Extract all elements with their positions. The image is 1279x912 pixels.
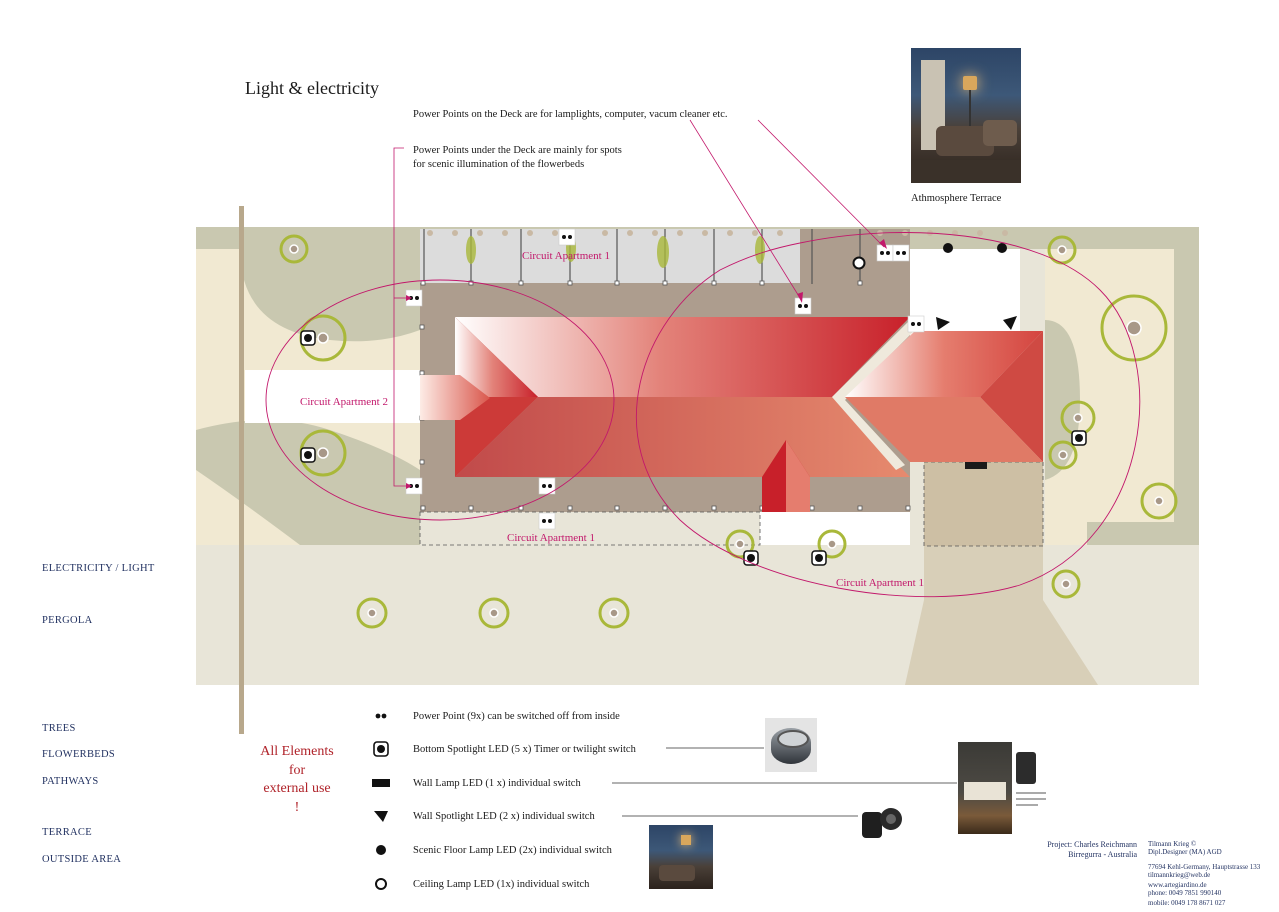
- project-location: Birregurra - Australia: [1068, 850, 1137, 859]
- wall-lamp-icon: [372, 774, 390, 792]
- legend-label: Ceiling Lamp LED (1x) individual switch: [413, 878, 590, 890]
- wall-lamp: [965, 462, 987, 469]
- designer-title: Dipl.Designer (MA) AGD: [1148, 848, 1222, 856]
- nav-pergola[interactable]: PERGOLA: [42, 615, 93, 626]
- page-title: Light & electricity: [245, 78, 379, 98]
- external-line: for: [288, 762, 306, 778]
- designer-web[interactable]: www.artegiardino.de: [1148, 881, 1207, 889]
- external-line: external use: [263, 781, 331, 796]
- nav-pathways[interactable]: PATHWAYS: [42, 776, 99, 787]
- roof-main: [420, 317, 910, 512]
- roof-right: [832, 318, 1043, 470]
- legend-label: Wall Spotlight LED (2 x) individual swit…: [413, 810, 595, 822]
- designer-phone: phone: 0049 7851 990140: [1148, 889, 1222, 897]
- nav-trees[interactable]: TREES: [42, 723, 76, 734]
- nav-electricity-light[interactable]: ELECTRICITY / LIGHT: [42, 563, 155, 574]
- wall-spotlight-icon: [372, 807, 390, 825]
- legend-power-point: Power Point (9x) can be switched off fro…: [372, 706, 620, 726]
- project-name: Project: Charles Reichmann: [1047, 840, 1137, 849]
- legend-label: Scenic Floor Lamp LED (2x) individual sw…: [413, 844, 612, 856]
- power-points: [405, 228, 925, 530]
- designer-info: Tilmann Krieg © Dipl.Designer (MA) AGD 7…: [1148, 840, 1273, 907]
- pergola: [239, 206, 244, 734]
- spotlight-product-image: [765, 718, 817, 772]
- bottom-spotlight-icon: [372, 740, 390, 758]
- note-deck-power-points: Power Points on the Deck are for lamplig…: [413, 109, 728, 120]
- circuits: [265, 232, 1141, 598]
- leader-lines: [393, 119, 885, 487]
- legend-wall-spotlight: Wall Spotlight LED (2 x) individual swit…: [372, 806, 595, 826]
- legend-bottom-spotlight: Bottom Spotlight LED (5 x) Timer or twil…: [372, 739, 636, 759]
- wall-spotlight-product-image: [858, 804, 908, 846]
- legend-wall-lamp: Wall Lamp LED (1 x) individual switch: [372, 773, 581, 793]
- note-line: Power Points under the Deck are mainly f…: [413, 145, 622, 156]
- floor-lamp: [997, 243, 1007, 253]
- power-point-icon: [372, 707, 390, 725]
- legend-label: Wall Lamp LED (1 x) individual switch: [413, 777, 581, 789]
- external-use-note: All Elements for external use !: [250, 743, 344, 817]
- legend-floor-lamp: Scenic Floor Lamp LED (2x) individual sw…: [372, 840, 612, 860]
- nav-outside-area[interactable]: OUTSIDE AREA: [42, 854, 122, 865]
- nav-flowerbeds[interactable]: FLOWERBEDS: [42, 749, 116, 760]
- nav-terrace[interactable]: TERRACE: [42, 827, 92, 838]
- legend-label: Bottom Spotlight LED (5 x) Timer or twil…: [413, 743, 636, 755]
- floor-lamp: [943, 243, 953, 253]
- ceiling-lamp-icon: [372, 875, 390, 893]
- floor-lamp-product-image: [649, 825, 713, 889]
- trees: [279, 234, 1178, 629]
- note-under-deck: Power Points under the Deck are mainly f…: [413, 144, 622, 172]
- external-line: All Elements: [260, 744, 334, 759]
- designer-name: Tilmann Krieg ©: [1148, 840, 1197, 848]
- legend-ceiling-lamp: Ceiling Lamp LED (1x) individual switch: [372, 874, 589, 894]
- atmosphere-terrace-photo: [911, 48, 1021, 183]
- designer-address: 77694 Kehl-Germany, Hauptstrasse 133: [1148, 863, 1261, 871]
- legend-label: Power Point (9x) can be switched off fro…: [413, 710, 620, 722]
- wall-lamp-product-image: [958, 742, 1052, 834]
- photo-caption: Athmosphere Terrace: [911, 193, 1002, 204]
- ceiling-lamp: [852, 256, 866, 270]
- note-line: for scenic illumination of the flowerbed…: [413, 159, 585, 170]
- circuit-label: Circuit Apartment 2: [300, 396, 388, 408]
- wall-spotlight: [1003, 316, 1017, 330]
- designer-email[interactable]: tilmannkrieg@web.de: [1148, 871, 1211, 879]
- wall-spotlight: [936, 317, 950, 330]
- external-line: !: [294, 799, 300, 815]
- project-info: Project: Charles Reichmann Birregurra - …: [1000, 840, 1137, 860]
- circuit-label: Circuit Apartment 1: [522, 250, 610, 262]
- circuit-label: Circuit Apartment 1: [507, 532, 595, 544]
- floor-lamp-icon: [372, 841, 390, 859]
- designer-mobile: mobile: 0049 178 8671 027: [1148, 899, 1226, 907]
- circuit-label: Circuit Apartment 1: [836, 577, 924, 589]
